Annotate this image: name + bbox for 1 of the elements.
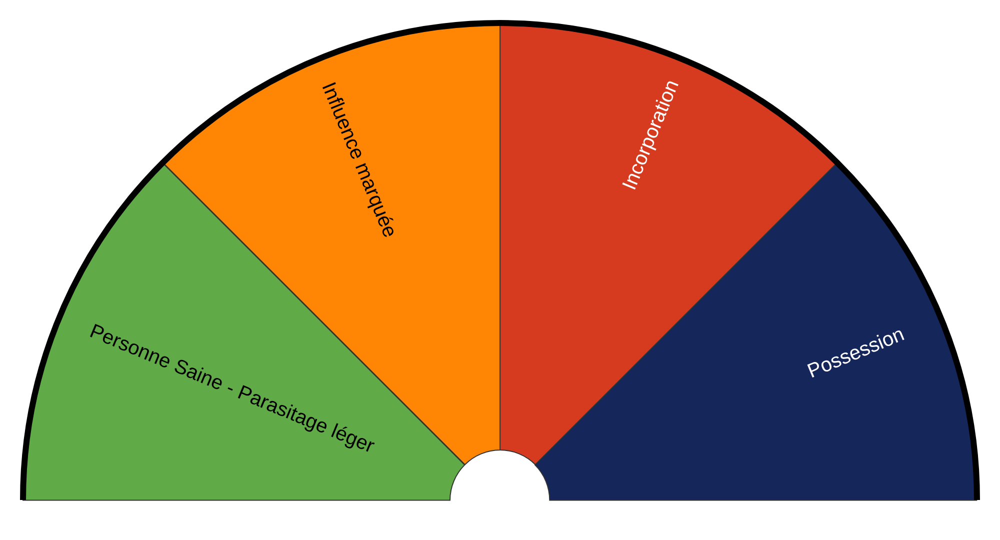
gauge-segment [23, 162, 465, 500]
